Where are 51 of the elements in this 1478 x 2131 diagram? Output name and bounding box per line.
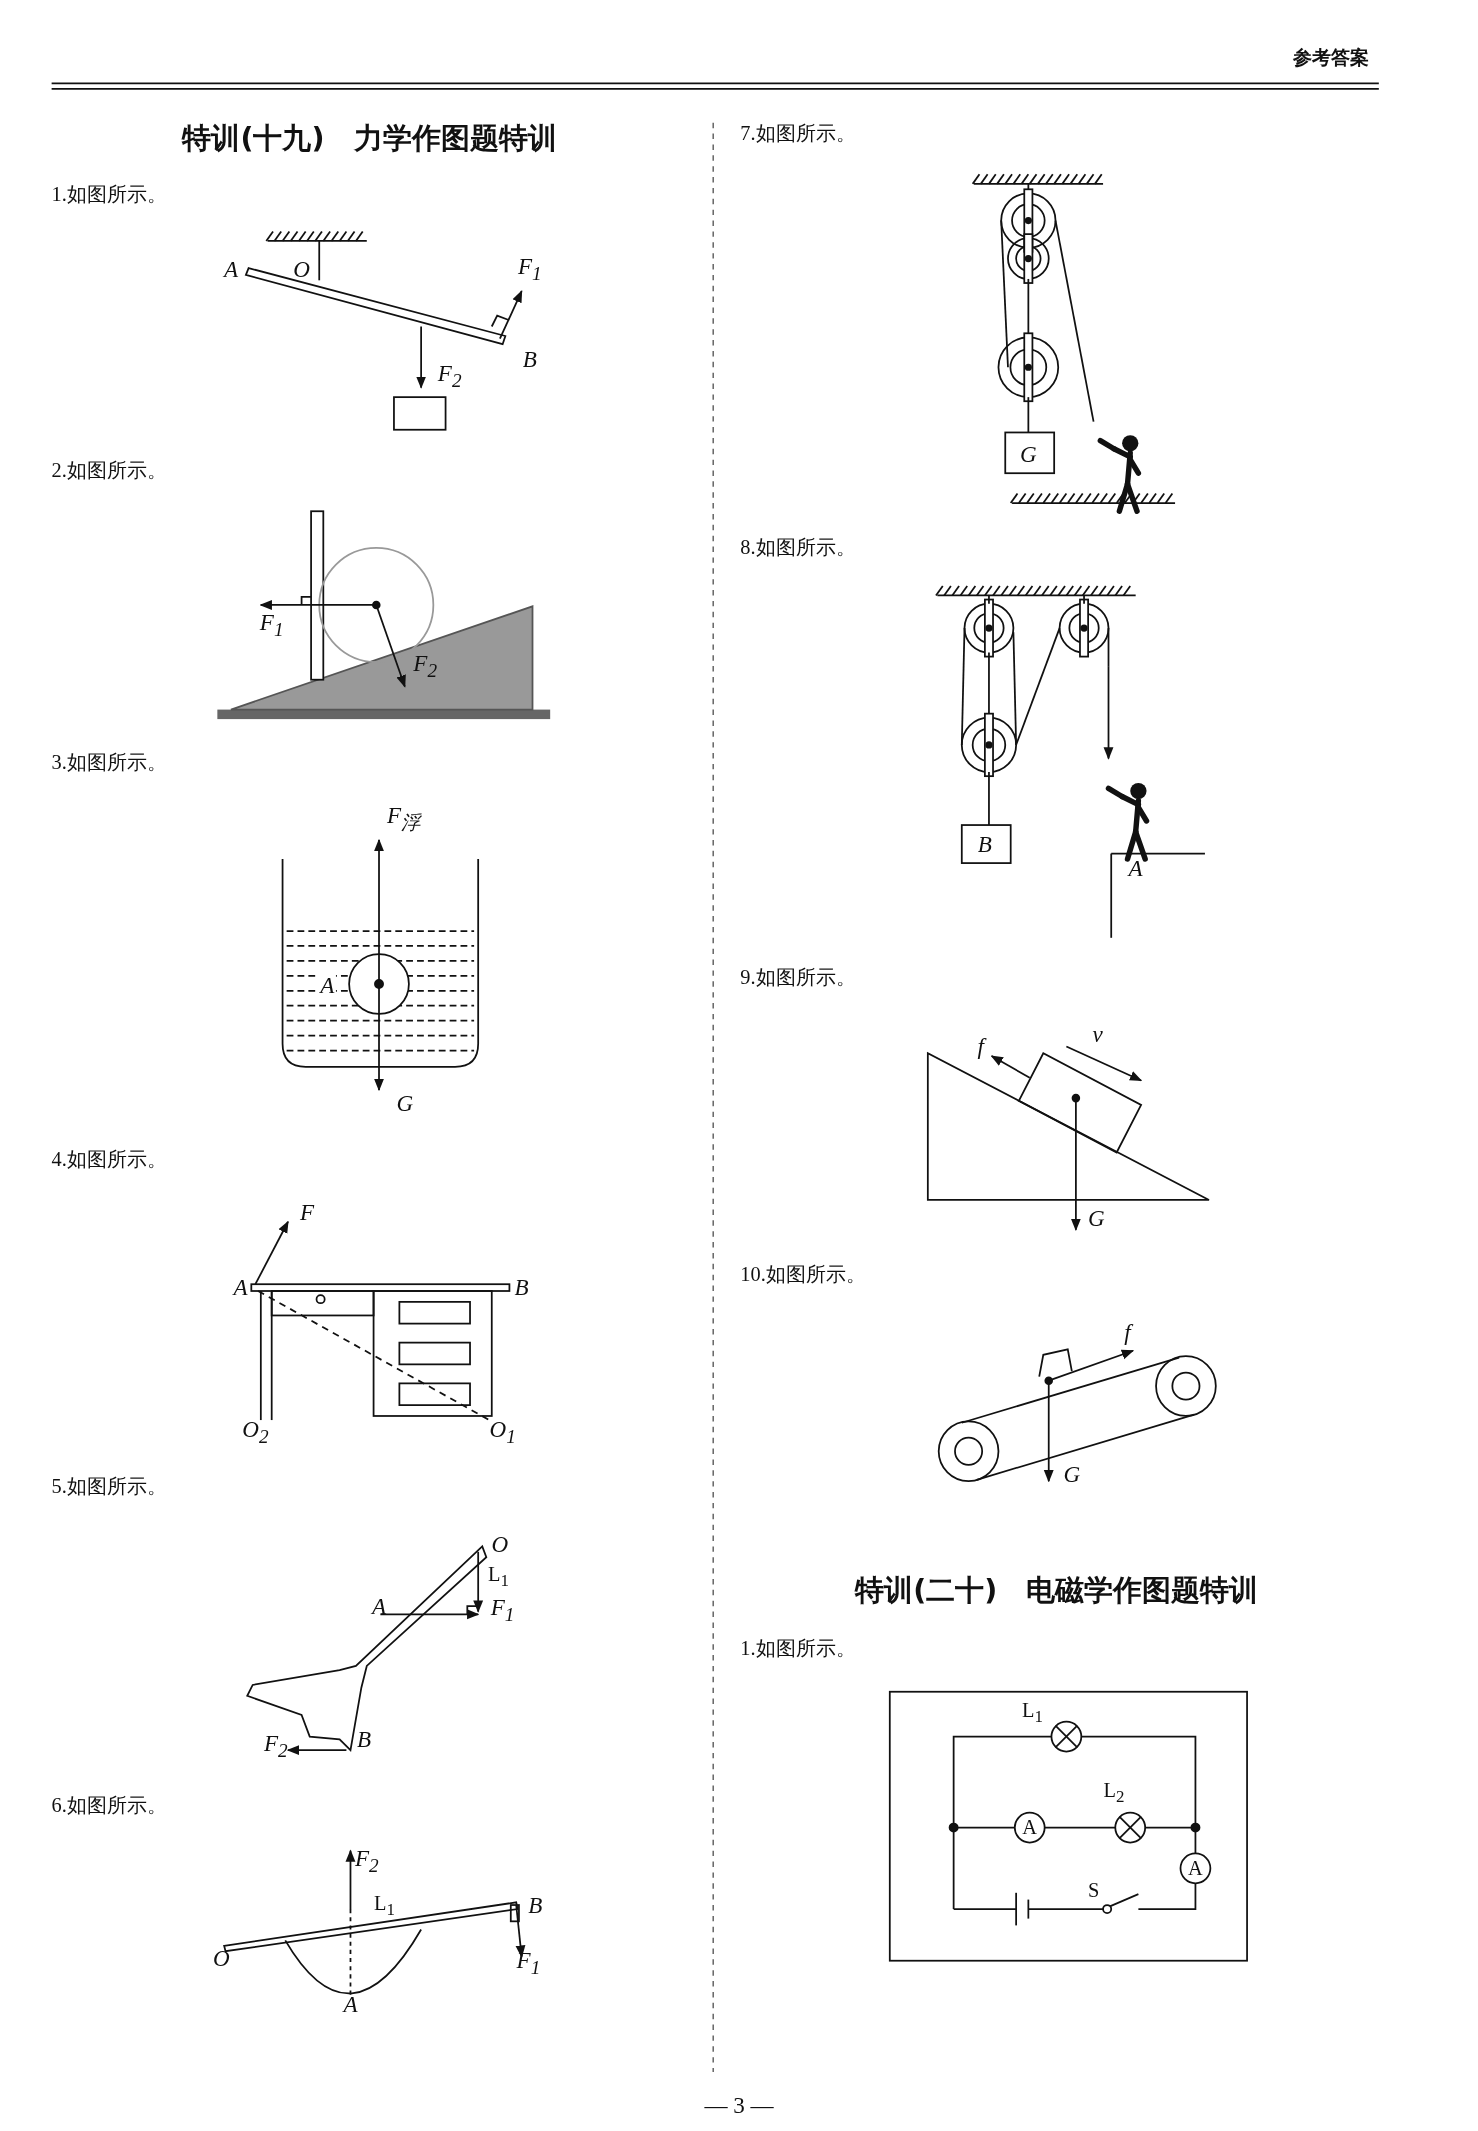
velocity-label: v bbox=[1092, 1022, 1103, 1048]
point-label: O$_{1}$ bbox=[489, 1416, 516, 1447]
section-heading: 特训(十九) 力学作图题特训 bbox=[182, 122, 557, 155]
question-text: 1.如图所示。 bbox=[740, 1636, 856, 1659]
point-label: O bbox=[293, 257, 310, 283]
force-label: F$_{1}$ bbox=[259, 610, 284, 640]
force-label: G bbox=[396, 1091, 414, 1118]
force-label: F$_{2}$ bbox=[354, 1846, 379, 1876]
point-label: A bbox=[1128, 856, 1143, 883]
point-label: B bbox=[357, 1727, 372, 1753]
point-label: O bbox=[491, 1531, 509, 1558]
section-heading: 特训(二十) 电磁学作图题特训 bbox=[855, 1575, 1259, 1607]
point-label: O$_{2}$ bbox=[242, 1416, 269, 1447]
force-label: F$_{2}$ bbox=[437, 361, 462, 392]
force-label: F bbox=[299, 1200, 315, 1226]
point-label: A bbox=[343, 1992, 358, 2018]
page-number: — 3 — bbox=[704, 2092, 774, 2119]
point-label: A bbox=[233, 1275, 248, 1301]
point-label: B bbox=[522, 347, 537, 373]
force-label: F$_{1}$ bbox=[490, 1594, 515, 1625]
ammeter-label: A bbox=[1188, 1856, 1203, 1880]
weight-label: G bbox=[1020, 442, 1037, 468]
arm-label: L$_{1}$ bbox=[374, 1892, 395, 1920]
force-label: F$_{2}$ bbox=[413, 650, 438, 681]
point-label: O bbox=[213, 1946, 230, 1972]
point-label: B bbox=[528, 1893, 543, 1919]
force-label: F$_{浮}$ bbox=[386, 802, 420, 833]
point-label: A bbox=[371, 1594, 387, 1620]
lamp-label: L$_{1}$ bbox=[1021, 1699, 1043, 1727]
force-label: F$_{2}$ bbox=[263, 1730, 288, 1761]
point-label: B bbox=[514, 1275, 529, 1301]
switch-label: S bbox=[1087, 1878, 1100, 1901]
question-text: 4.如图所示。 bbox=[51, 1147, 167, 1170]
force-label: G bbox=[1087, 1205, 1105, 1232]
question-text: 6.如图所示。 bbox=[51, 1794, 167, 1817]
question-text: 7.如图所示。 bbox=[740, 121, 856, 145]
lamp-label: L$_{2}$ bbox=[1103, 1779, 1125, 1807]
arm-label: L$_{1}$ bbox=[488, 1563, 509, 1591]
question-text: 2.如图所示。 bbox=[51, 458, 167, 482]
point-label: A bbox=[223, 257, 238, 283]
question-text: 10.如图所示。 bbox=[740, 1263, 866, 1286]
question-text: 9.如图所示。 bbox=[740, 965, 856, 988]
question-text: 1.如图所示。 bbox=[51, 183, 167, 206]
question-text: 5.如图所示。 bbox=[51, 1474, 167, 1498]
force-label: F$_{1}$ bbox=[517, 254, 542, 284]
page-header: 参考答案 bbox=[1293, 46, 1370, 68]
weight-label: B bbox=[977, 832, 992, 858]
question-text: 8.如图所示。 bbox=[740, 536, 856, 559]
ammeter-label: A bbox=[1022, 1815, 1038, 1839]
force-label: G bbox=[1063, 1462, 1081, 1488]
question-text: 3.如图所示。 bbox=[51, 750, 167, 774]
